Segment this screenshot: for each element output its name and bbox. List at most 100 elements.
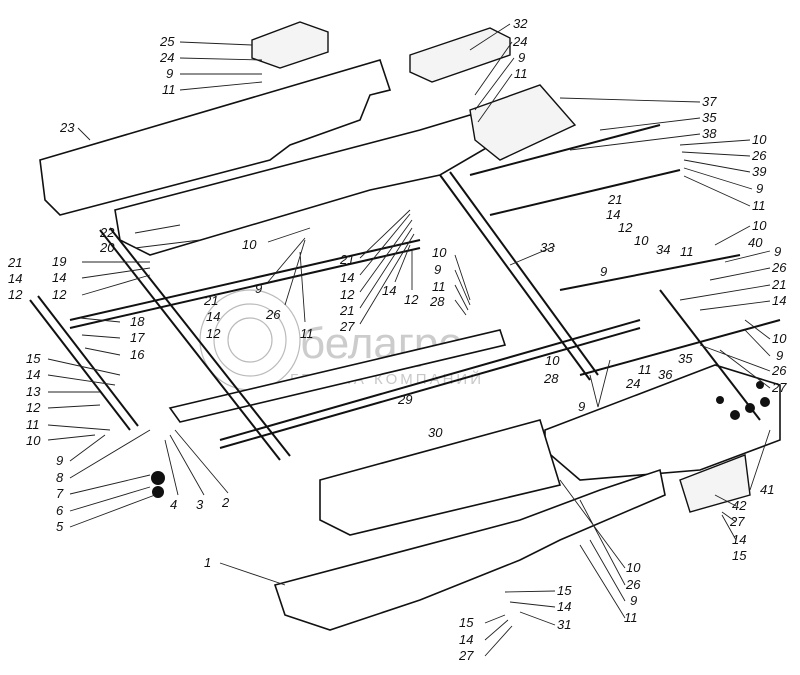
callout: 4 [170,497,177,512]
leader-lines [47,23,771,657]
callout: 23 [59,120,75,135]
callout: 14 [206,309,220,324]
callout: 2 [221,495,230,510]
callout: 14 [382,283,396,298]
part-42-bracket [679,454,751,513]
callout: 35 [678,351,693,366]
callout: 5 [56,519,64,534]
callout: 12 [8,287,23,302]
callout: 15 [557,583,572,598]
callout: 26 [625,577,641,592]
callout: 9 [578,399,585,414]
callout: 11 [162,82,176,97]
callout: 20 [99,240,115,255]
callout: 14 [52,270,66,285]
callout: 3 [196,497,204,512]
callout: 14 [340,270,354,285]
callout: 12 [206,326,221,341]
callout: 9 [776,348,783,363]
callout: 31 [557,617,571,632]
callout: 24 [625,376,640,391]
callout: 14 [772,293,786,308]
callout: 21 [771,277,786,292]
callout: 9 [434,262,441,277]
callout: 42 [732,498,747,513]
callout: 27 [339,319,355,334]
part-23-side-panel [39,59,392,216]
callout: 28 [429,294,445,309]
callout: 10 [752,218,767,233]
callout: 9 [600,264,607,279]
callout: 9 [518,50,525,65]
callout: 16 [130,347,145,362]
callout: 14 [557,599,571,614]
callout: 15 [26,351,41,366]
callout: 14 [26,367,40,382]
callout: 29 [397,392,412,407]
callout: 18 [130,314,145,329]
callout: 9 [756,181,763,196]
part-25-block [251,21,329,69]
callout: 8 [56,470,64,485]
callout: 17 [130,330,145,345]
callout: 21 [339,303,354,318]
callout: 28 [543,371,559,386]
callout: 11 [26,417,40,432]
callout: 37 [702,94,717,109]
callout: 19 [52,254,66,269]
callout: 14 [8,271,22,286]
callout: 11 [638,362,652,377]
callout: 12 [618,220,633,235]
callout: 10 [432,245,447,260]
callout: 22 [99,225,115,240]
part-37-plate [469,84,577,161]
callout: 10 [26,433,41,448]
callout: 11 [432,279,446,294]
callout: 15 [732,548,747,563]
part-29-crossmember [168,329,507,423]
callout: 21 [7,255,22,270]
callout: 27 [458,648,474,663]
callout: 32 [513,16,528,31]
callout-labels: 25 24 9 11 32 24 9 11 37 35 38 23 10 26 … [7,16,787,663]
callout: 30 [428,425,443,440]
callout: 7 [56,486,64,501]
callout: 10 [634,233,649,248]
callout: 6 [56,503,64,518]
callout: 11 [514,66,528,81]
callout: 11 [624,610,638,625]
callout: 14 [459,632,473,647]
callout: 34 [656,242,670,257]
callout: 10 [772,331,787,346]
callout: 12 [26,400,41,415]
parts-drawing [29,21,781,631]
callout: 15 [459,615,474,630]
callout: 13 [26,384,41,399]
callout: 21 [203,293,218,308]
callout: 9 [56,453,63,468]
callout: 24 [512,34,527,49]
callout: 27 [771,380,787,395]
callout: 36 [658,367,673,382]
callout: 24 [159,50,174,65]
callout: 11 [680,244,694,259]
callout: 1 [204,555,211,570]
callout: 33 [540,240,555,255]
callout: 14 [732,532,746,547]
callout: 11 [752,198,766,213]
callout: 9 [774,244,781,259]
callout: 11 [300,326,314,341]
callout: 26 [265,307,281,322]
callout: 10 [242,237,257,252]
callout: 9 [630,593,637,608]
callout: 9 [166,66,173,81]
callout: 25 [159,34,175,49]
callout: 10 [626,560,641,575]
callout: 9 [255,281,262,296]
callout: 41 [760,482,774,497]
callout: 10 [545,353,560,368]
callout: 27 [729,514,745,529]
part-1-side-panel [273,468,666,631]
callout: 12 [404,292,419,307]
